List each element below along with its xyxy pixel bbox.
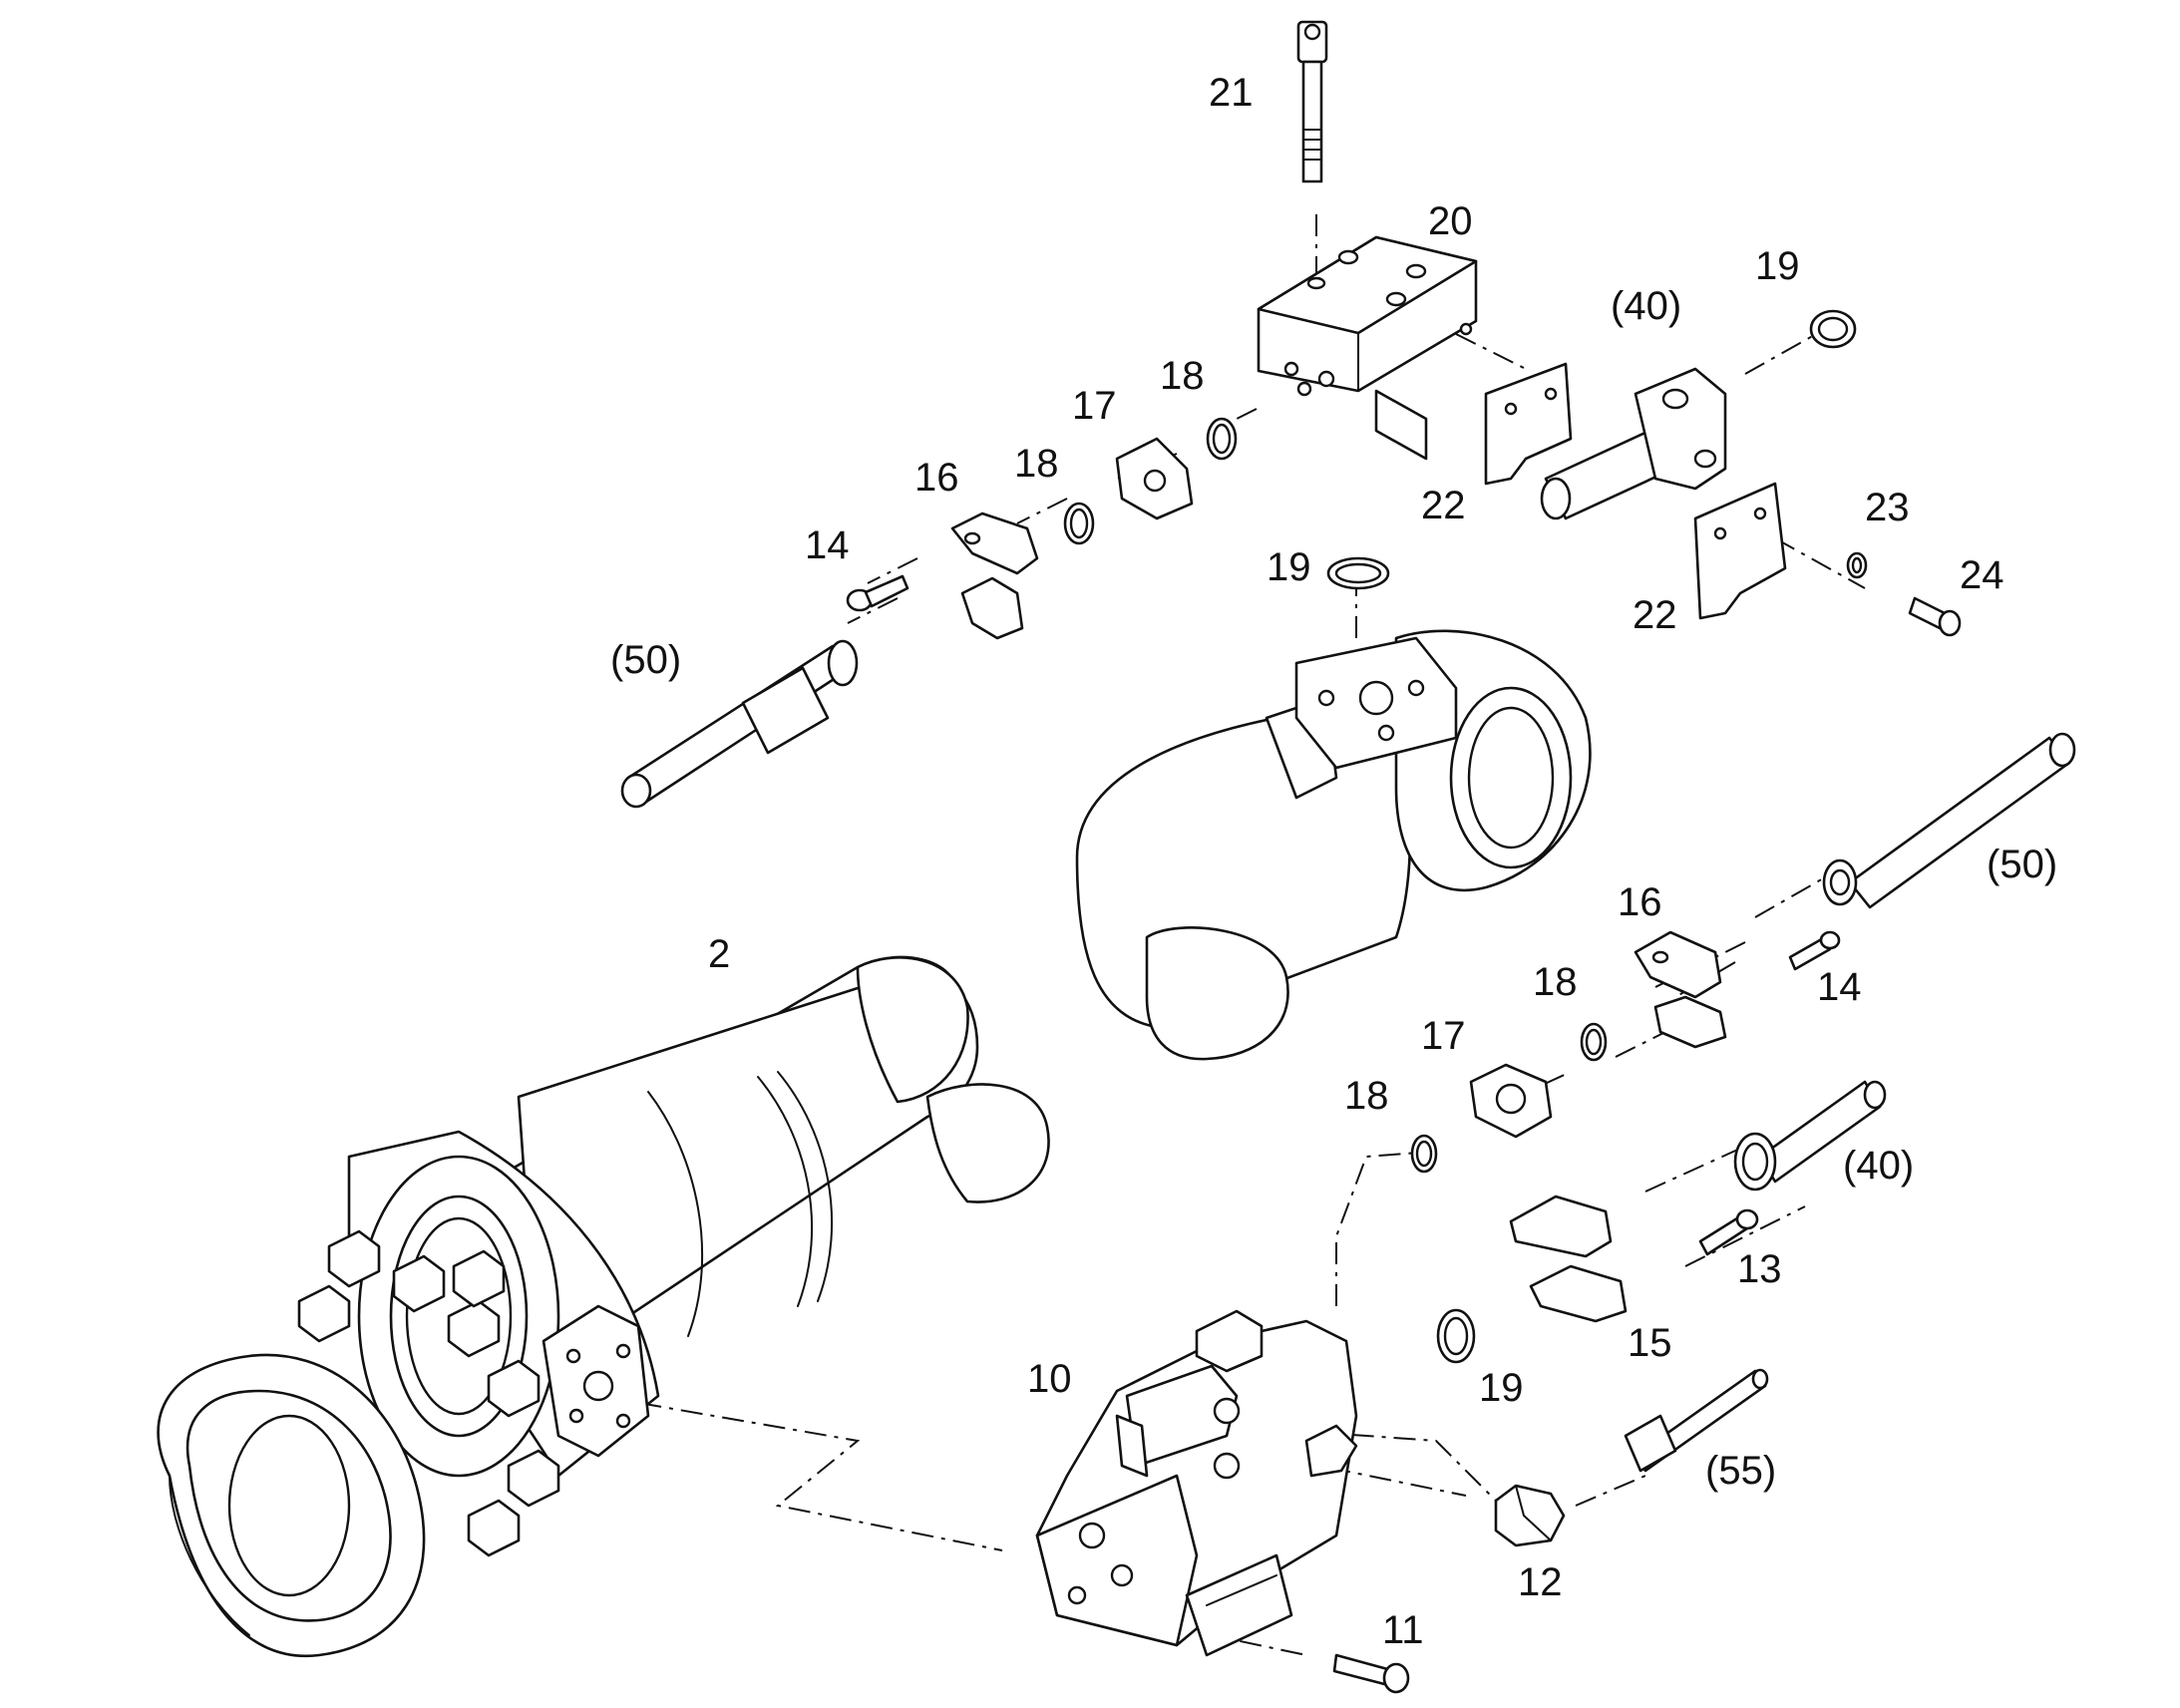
label-18-top-left: 18 xyxy=(1014,442,1059,486)
label-18-top-right: 18 xyxy=(1160,354,1205,398)
seal-ring-18-top-right xyxy=(1206,417,1238,461)
label-14-bottom: 14 xyxy=(1817,965,1862,1009)
seal-ring-18-bottom-right xyxy=(1580,1022,1608,1062)
hose-fitting-50-right xyxy=(1822,732,2076,909)
orifice-plate-17-bottom xyxy=(1469,1063,1553,1139)
o-ring-19-bottom xyxy=(1436,1308,1476,1364)
valve-block-20 xyxy=(1257,235,1478,461)
label-19-bottom: 19 xyxy=(1479,1366,1524,1410)
label-50-left: (50) xyxy=(610,638,681,682)
o-ring-19-mid xyxy=(1326,556,1390,590)
bracket-22-top xyxy=(1484,362,1573,486)
label-16-top: 16 xyxy=(914,456,959,500)
screw-14-top xyxy=(846,574,909,612)
flange-pipe-40-top xyxy=(1540,367,1727,520)
label-18-bottom-left: 18 xyxy=(1344,1074,1389,1118)
label-50-right: (50) xyxy=(1987,843,2057,886)
label-22-bottom: 22 xyxy=(1633,593,1677,637)
bracket-22-bottom xyxy=(1693,482,1787,620)
orifice-plate-17-top xyxy=(1115,437,1194,520)
seal-ring-18-top-left xyxy=(1063,502,1095,545)
label-15: 15 xyxy=(1628,1321,1672,1365)
label-22-top: 22 xyxy=(1421,484,1466,527)
label-10: 10 xyxy=(1027,1357,1072,1401)
label-13: 13 xyxy=(1737,1247,1782,1291)
bolt-24 xyxy=(1908,596,1962,637)
cylinder-head-upper xyxy=(1075,629,1592,1061)
part-number-labels: 21 20 (40) 19 18 17 16 18 14 22 19 23 24… xyxy=(610,71,2057,1652)
label-18-bottom-right: 18 xyxy=(1533,960,1578,1004)
label-14-top: 14 xyxy=(805,523,850,567)
split-flange-16-bottom xyxy=(1634,930,1727,1049)
label-11: 11 xyxy=(1382,1608,1424,1652)
port-flange-on-tube xyxy=(542,1304,650,1458)
screw-14-bottom xyxy=(1788,930,1841,971)
label-16-bottom: 16 xyxy=(1618,880,1662,924)
label-2: 2 xyxy=(708,932,730,976)
screw-13 xyxy=(1698,1208,1759,1256)
washer-23 xyxy=(1846,551,1868,579)
bolt-21 xyxy=(1296,20,1328,183)
label-23: 23 xyxy=(1865,486,1910,529)
hose-55 xyxy=(1624,1368,1769,1473)
gland-bolts xyxy=(297,1229,560,1557)
label-19-mid: 19 xyxy=(1267,545,1311,589)
label-40-top: (40) xyxy=(1611,284,1681,328)
label-21: 21 xyxy=(1209,71,1254,115)
label-24: 24 xyxy=(1960,553,2004,597)
label-17-bottom: 17 xyxy=(1421,1014,1466,1058)
split-flange-15 xyxy=(1509,1195,1628,1323)
label-19-top-right: 19 xyxy=(1755,244,1800,288)
seal-ring-18-bottom-left xyxy=(1410,1134,1438,1174)
label-20: 20 xyxy=(1428,199,1473,243)
split-flange-16-top xyxy=(950,512,1039,640)
hose-fitting-50-left xyxy=(620,639,859,809)
label-40-bottom: (40) xyxy=(1843,1144,1914,1188)
control-valve-10 xyxy=(1035,1309,1358,1657)
hose-fitting-40-bottom xyxy=(1733,1080,1887,1192)
label-55: (55) xyxy=(1705,1449,1776,1493)
o-ring-19-top-right xyxy=(1809,309,1857,349)
cap-nut-12 xyxy=(1494,1484,1566,1547)
label-17-top: 17 xyxy=(1072,384,1117,428)
bolt-11 xyxy=(1332,1653,1410,1694)
label-12: 12 xyxy=(1518,1560,1563,1604)
